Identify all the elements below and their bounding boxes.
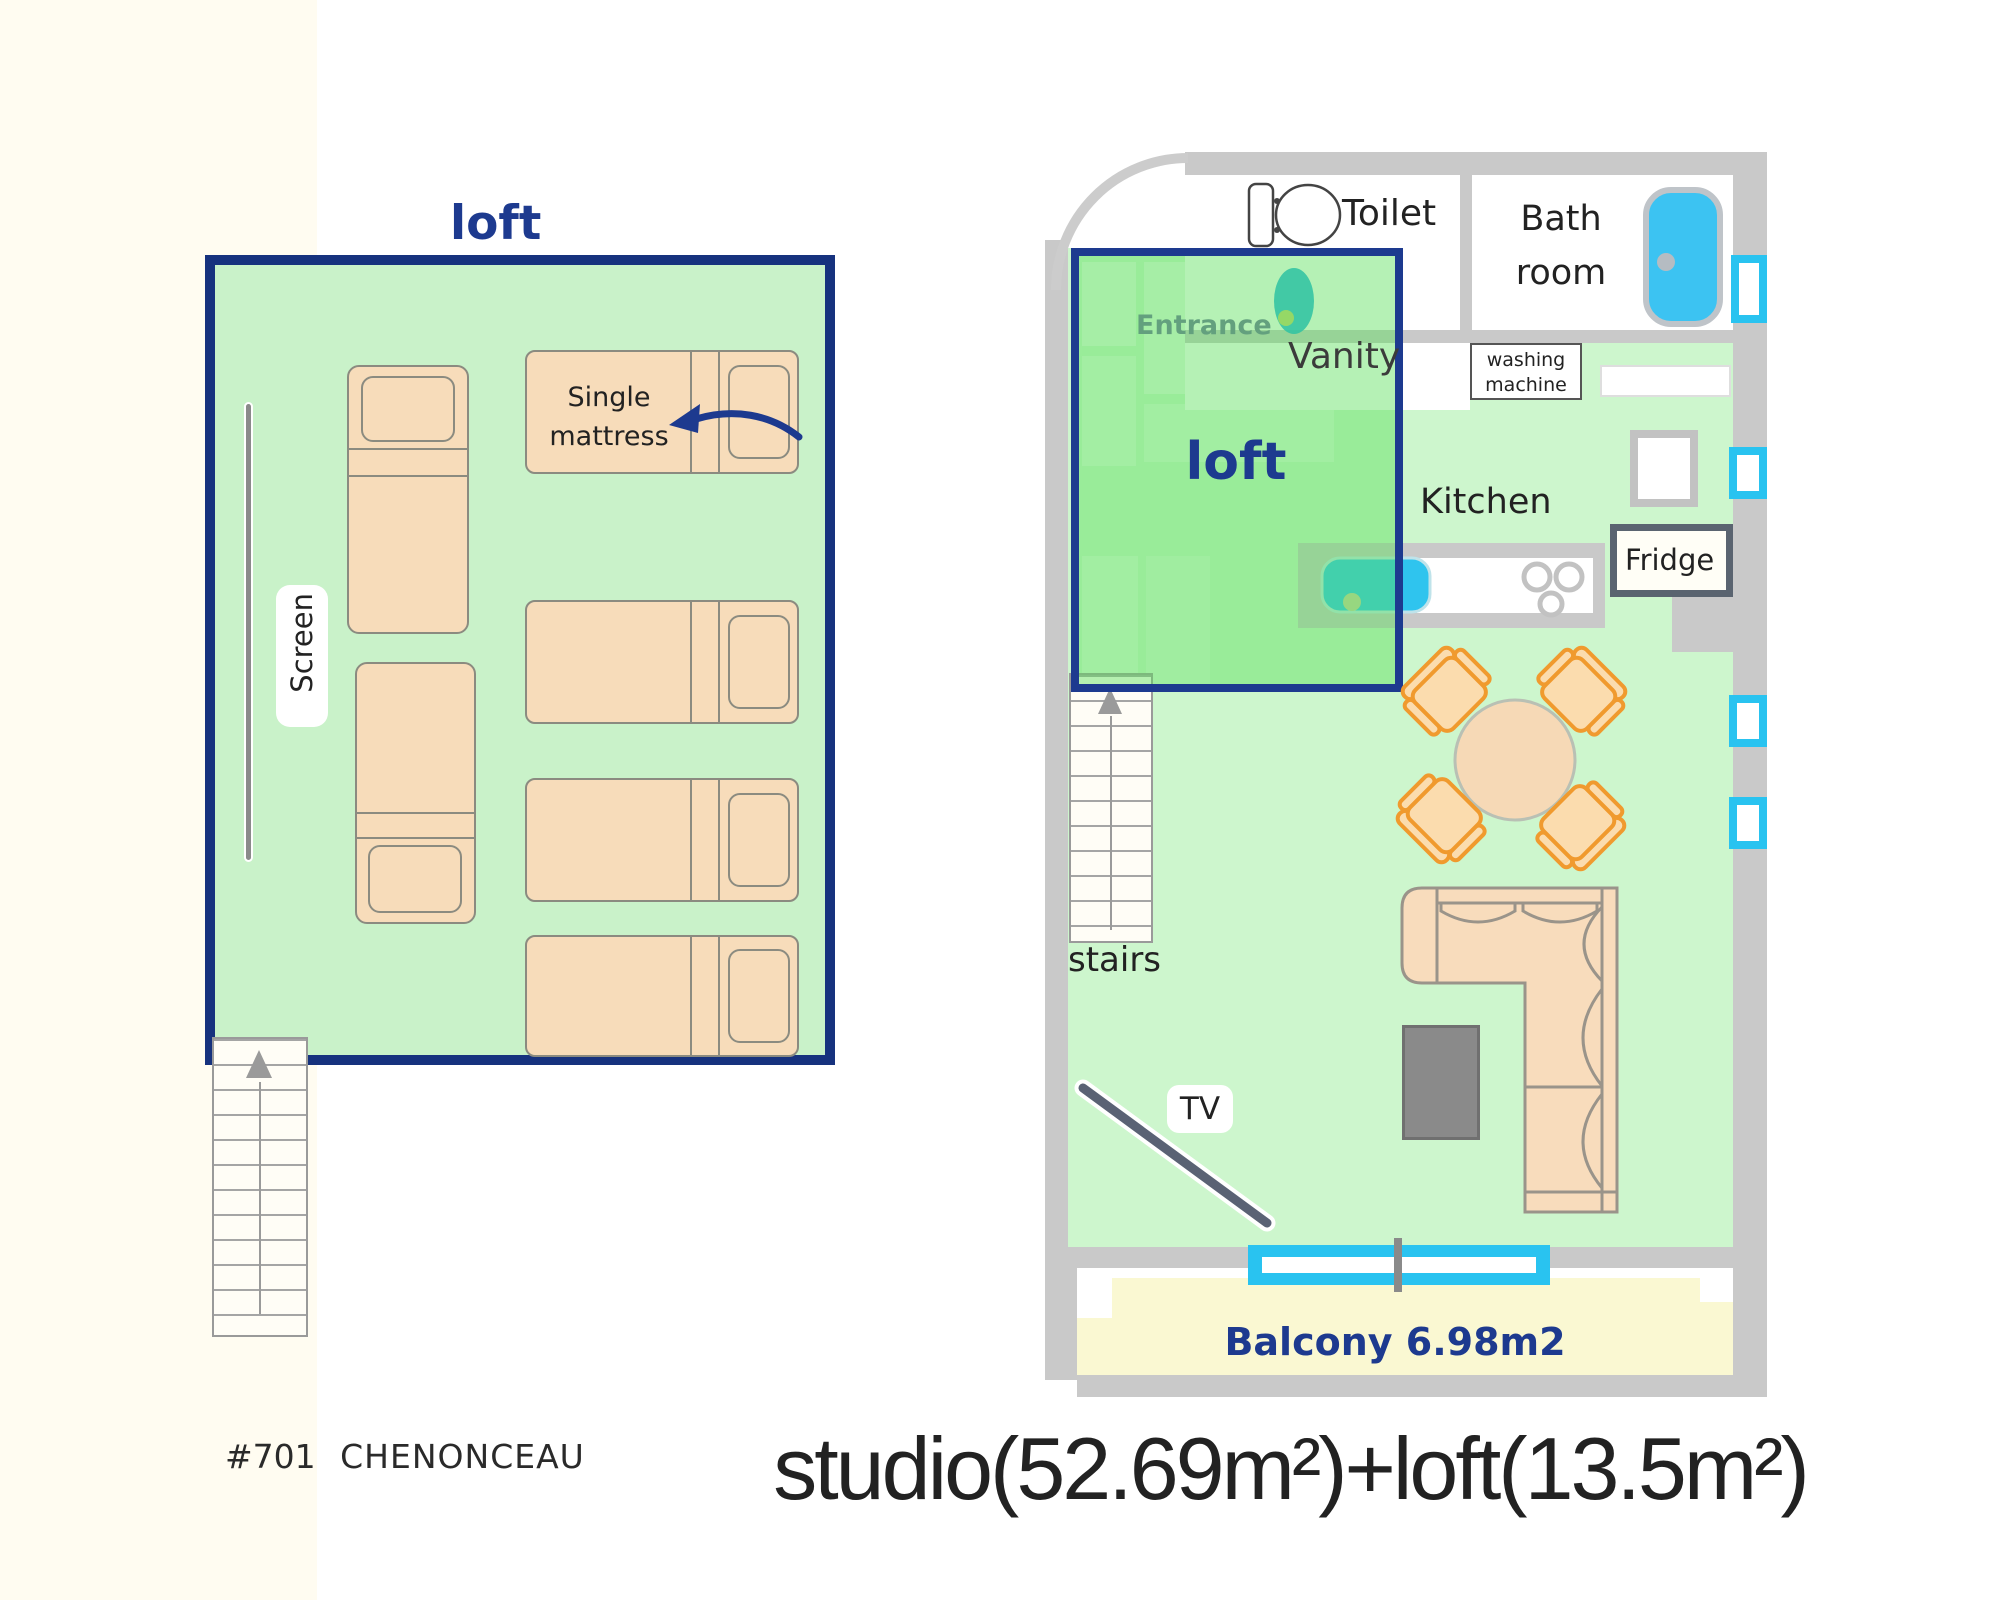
unit-number: #701 [225,1437,316,1476]
window-living-2 [1729,797,1767,849]
mattress-line [690,602,692,722]
entrance-room-shape [1082,356,1136,466]
vanity-shelf [1600,365,1731,397]
mattress-pillow [728,949,790,1043]
single-mattress-2 [525,600,799,724]
stairs-up-arrow [246,1050,272,1078]
loft-bed-vertical-2 [355,662,476,924]
screen-label-box: Screen [276,585,328,727]
stairs-label: stairs [1068,940,1162,980]
stairs-rail [259,1082,261,1314]
single-mattress-1: Single mattress [525,350,799,474]
loft-bed-vertical-1 [347,365,469,634]
single-mattress-label: Single mattress [549,382,669,452]
unit-caption: #701 CHENONCEAU [225,1437,585,1476]
wall-living-bottom-left [1045,1247,1260,1268]
area-summary: studio(52.69m²)+loft(13.5m²) [773,1419,1810,1518]
bed-line [357,812,474,814]
vanity-room [1185,332,1470,410]
washing-machine-label: washing machine [1485,349,1567,396]
wall-left [1045,240,1068,1268]
toilet-label: Toilet [1342,193,1437,234]
bed-pillow [361,376,455,442]
bathtub [1643,187,1723,327]
mattress-line [718,780,720,900]
screen-line [244,402,253,862]
loft-overlay-label: loft [1185,432,1287,492]
tv-label: TV [1179,1091,1221,1127]
balcony-label: Balcony 6.98m2 [1224,1320,1566,1364]
stairs-up-arrow [1098,688,1122,714]
mattress-line [690,937,692,1055]
mattress-pillow [728,615,790,709]
single-mattress-3 [525,778,799,902]
wall-balcony-left [1045,1268,1077,1380]
window-bathroom [1731,255,1767,323]
bed-line [349,448,467,450]
wall-under-bathroom [1185,330,1733,343]
loft-detail-title: loft [450,196,542,251]
bathroom-label: Bath room [1515,199,1607,293]
wall-bottom [1077,1375,1767,1397]
mattress-line [718,352,720,472]
unit-name: CHENONCEAU [340,1437,585,1476]
bed-pillow [368,845,462,913]
mattress-pillow [728,365,790,459]
wall-living-bottom-right [1538,1247,1733,1268]
loft-overlay [1071,248,1403,692]
wall-under-fridge [1672,597,1733,652]
bathtub-drain [1657,253,1675,271]
coffee-table [1402,1025,1480,1140]
mattress-pillow [728,793,790,887]
entrance-room-shape [1146,556,1210,686]
kitchen-cabinet [1630,430,1698,507]
entrance-label: Entrance [1136,310,1272,341]
screen-label: Screen [285,593,319,693]
fridge: Fridge [1610,524,1733,597]
wall-toilet-bath-divider [1460,175,1472,332]
stairs-rail [1110,716,1112,930]
mattress-line [718,937,720,1055]
kitchen-label: Kitchen [1420,482,1552,522]
window-living-1 [1729,695,1767,747]
fridge-label: Fridge [1625,543,1715,577]
window-kitchen [1729,447,1767,499]
bed-line [349,475,467,477]
tv-label-box: TV [1167,1085,1233,1133]
sliding-door-divider [1394,1238,1402,1292]
single-mattress-4 [525,935,799,1057]
entrance-room-shape [1144,404,1334,462]
mattress-line [690,780,692,900]
wall-top [1185,152,1767,175]
bed-line [357,837,474,839]
mattress-line [690,352,692,472]
vanity-label: Vanity [1288,336,1401,377]
mattress-line [718,602,720,722]
washing-machine-box: washing machine [1470,343,1582,400]
entrance-room-shape [1082,556,1138,686]
counter-top [1417,558,1593,613]
